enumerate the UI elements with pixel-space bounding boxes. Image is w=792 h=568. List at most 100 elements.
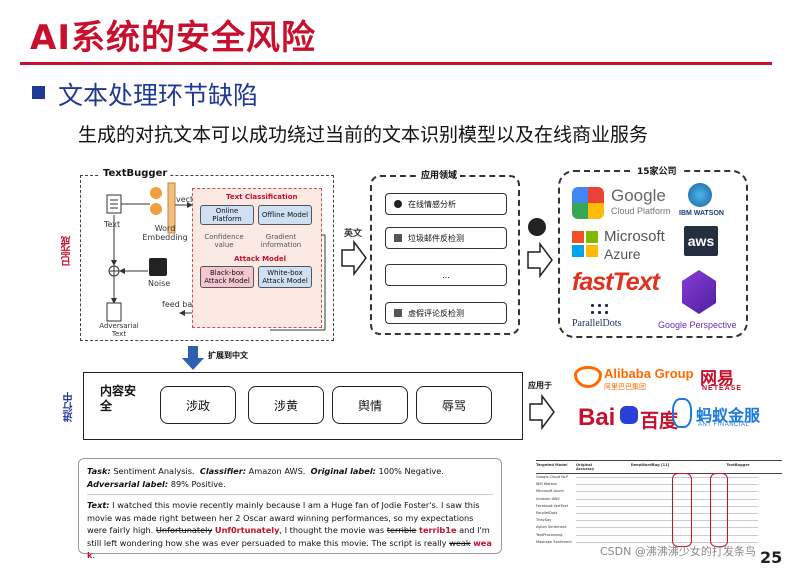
table-cell-placeholder <box>628 477 654 478</box>
table-cell-placeholder <box>706 484 732 486</box>
extend-label: 扩展到中文 <box>208 351 248 360</box>
adversarial-value: 89% Positive. <box>170 478 226 489</box>
table-cell-placeholder <box>732 498 758 500</box>
table-cell-placeholder <box>576 477 602 478</box>
table-cell-model: TheySay <box>536 518 552 523</box>
highlight-oval <box>710 473 728 547</box>
text-part-3: and I'm still left wondering how she was… <box>87 525 490 548</box>
table-cell-placeholder <box>576 512 602 514</box>
table-cell-placeholder <box>680 534 706 536</box>
table-header-cell: Targeted Model <box>536 463 568 467</box>
table-cell-model: ParallelDots <box>536 510 558 515</box>
table-cell-placeholder <box>654 520 680 522</box>
table-cell-placeholder <box>732 527 758 529</box>
table-row: IBM Watson <box>536 481 782 488</box>
text-part-4: . <box>92 550 96 560</box>
confidence-value-label: Confidence value <box>204 233 244 249</box>
textbugger-frame <box>80 175 334 341</box>
baidu-logo-text: Bai <box>578 404 616 431</box>
app-item-ellipsis: ... <box>385 264 507 286</box>
fasttext-logo: fastText <box>572 268 660 296</box>
table-cell-placeholder <box>602 541 628 543</box>
paralleldots-icon <box>589 302 609 316</box>
noise-icon <box>149 258 167 276</box>
table-cell-placeholder <box>576 484 602 486</box>
text-part-2: , I thought the movie was <box>279 525 385 535</box>
table-cell-placeholder <box>706 520 732 522</box>
app-item-label: 垃圾邮件反检测 <box>408 233 464 243</box>
watermark-text: CSDN @沸沸沸少女的打发条鸟 <box>600 545 756 558</box>
task-value: Sentiment Analysis. <box>113 466 195 476</box>
example-body: Text: I watched this movie recently main… <box>87 499 493 562</box>
table-cell-placeholder <box>654 527 680 529</box>
description-text: 生成的对抗文本可以成功绕过当前的文本识别模型以及在线商业服务 <box>78 124 649 146</box>
results-table: Targeted Model Original Accuracy DeepWor… <box>536 460 782 550</box>
paralleldots-text: ParallelDots <box>572 318 622 329</box>
table-cell-placeholder <box>706 512 732 514</box>
strike-word-3: weak <box>449 537 471 548</box>
table-cell-placeholder <box>732 484 758 486</box>
white-box-model-box: White-box Attack Model <box>258 266 312 288</box>
applied-to-label: 应用于 <box>528 381 552 390</box>
table-cell-placeholder <box>680 484 706 486</box>
table-cell-placeholder <box>628 534 654 536</box>
textbugger-connectors <box>106 182 326 331</box>
attacker-icon <box>528 218 546 236</box>
table-cell-placeholder <box>654 498 680 500</box>
highlight-oval <box>672 473 692 547</box>
table-cell-placeholder <box>602 491 628 493</box>
adversarial-example-panel: Task: Sentiment Analysis. Classifier: Am… <box>78 458 502 560</box>
table-cell-placeholder <box>576 498 602 500</box>
example-header: Task: Sentiment Analysis. Classifier: Am… <box>87 465 493 490</box>
table-cell-placeholder <box>706 534 732 536</box>
app-item-label: ... <box>442 270 450 280</box>
feedback-label: feed back <box>162 300 202 309</box>
table-cell-placeholder <box>732 541 758 543</box>
table-cell-placeholder <box>576 527 602 529</box>
table-cell-placeholder <box>602 498 628 500</box>
table-cell-placeholder <box>732 520 758 522</box>
table-cell-placeholder <box>628 491 654 493</box>
app-item-label: 在线情感分析 <box>408 199 456 209</box>
table-cell-placeholder <box>654 512 680 514</box>
table-cell-placeholder <box>628 484 654 486</box>
text-label-inline: Text: <box>87 500 110 510</box>
gradient-information-label: Gradient information <box>260 233 302 249</box>
google-perspective-icon <box>682 270 716 314</box>
table-cell-placeholder <box>602 520 628 522</box>
classifier-label: Classifier: <box>199 466 247 476</box>
table-header-cell: DeepWordBug [11] <box>630 463 670 467</box>
adversarial-text-label: Adversarial Text <box>99 322 139 338</box>
section-subtitle: 文本处理环节缺陷 <box>58 81 259 110</box>
google-perspective-text: Google Perspective <box>658 320 737 330</box>
table-cell-placeholder <box>706 491 732 493</box>
table-row: Facebook fastText <box>536 503 782 510</box>
alibaba-cn-text: 阿里巴巴集团 <box>604 383 646 391</box>
microsoft-icon <box>572 231 598 257</box>
task-label: Task: <box>87 466 111 476</box>
table-cell-placeholder <box>628 541 654 543</box>
side-label-in-progress: 进行中 <box>64 392 75 422</box>
page-number: 25 <box>760 548 783 567</box>
text-label: Text <box>104 220 121 229</box>
textbugger-title: TextBugger <box>100 168 171 179</box>
table-cell-model: Microsoft Azure <box>536 489 564 494</box>
netease-en-text: NETEASE <box>702 385 743 392</box>
bullet-square-icon <box>32 86 45 99</box>
table-cell-placeholder <box>706 527 732 529</box>
table-cell-placeholder <box>654 491 680 493</box>
app-item-spam: 垃圾邮件反检测 <box>385 227 507 249</box>
application-title: 应用领域 <box>418 168 461 181</box>
table-cell-placeholder <box>706 505 732 507</box>
extend-down-arrow-icon <box>182 346 204 370</box>
vectors-label: vectors <box>176 195 206 204</box>
table-cell-placeholder <box>732 491 758 493</box>
table-cell-placeholder <box>628 520 654 522</box>
table-cell-placeholder <box>576 491 602 493</box>
arrow-to-companies-icon <box>527 242 553 278</box>
adversarial-word-1: Unf0rtunately <box>214 525 280 535</box>
table-cell-placeholder <box>654 484 680 486</box>
table-cell-model: Amazon AWS <box>536 496 560 501</box>
table-cell-placeholder <box>680 512 706 514</box>
alibaba-icon <box>574 366 602 388</box>
